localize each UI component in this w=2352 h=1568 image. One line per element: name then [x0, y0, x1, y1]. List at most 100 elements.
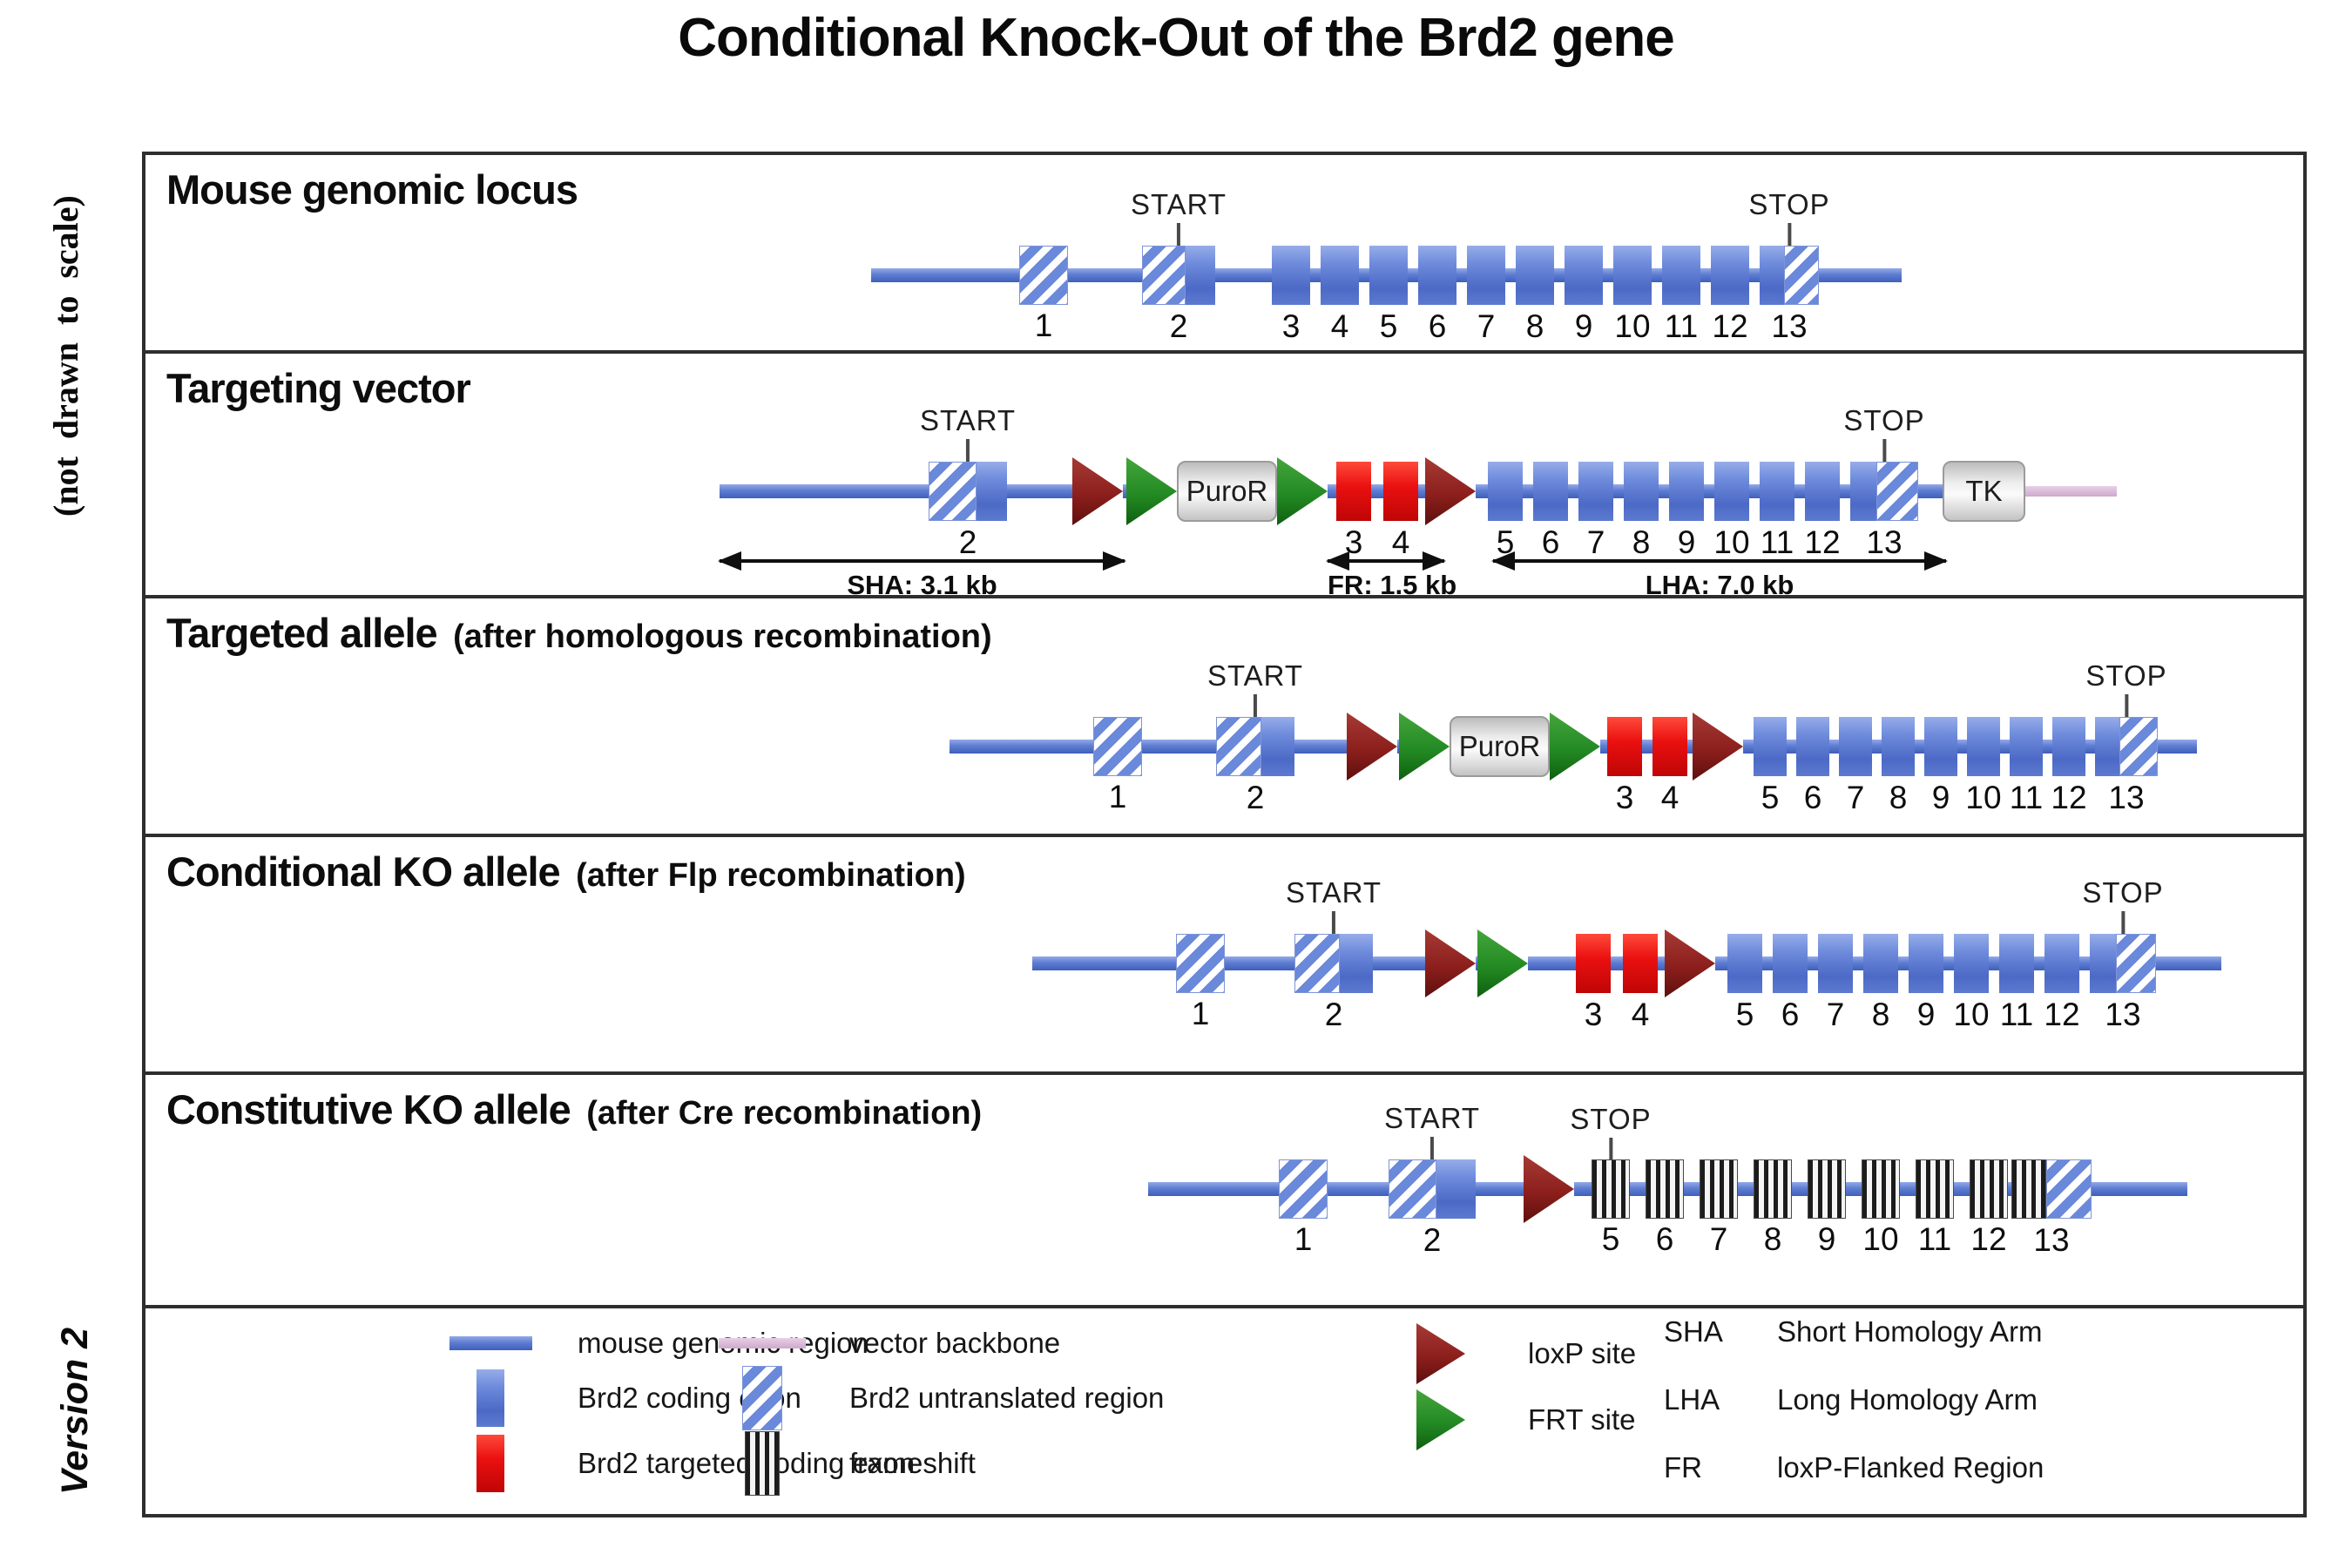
exon-number: 11: [1760, 524, 1794, 560]
legend-label: loxP site: [1528, 1337, 1637, 1369]
measurement-arrow: SHA: 3.1 kb: [720, 559, 1125, 600]
exon-number: 9: [1574, 308, 1593, 344]
legend-swatch-wrap: [1406, 1323, 1476, 1384]
coding-exon-box: 7: [1818, 934, 1853, 1032]
marker-tick: [1430, 1137, 1434, 1159]
line-blue-swatch: [449, 1336, 532, 1350]
coding-exon-box: 10: [1713, 462, 1750, 560]
genomic-line-segment: [1715, 956, 1727, 970]
legend-label: vector backbone: [849, 1327, 1061, 1359]
exon-number: 11: [2009, 780, 2044, 815]
genomic-line-segment: [1808, 956, 1818, 970]
coding-exon-box: 8: [1624, 462, 1659, 560]
frameshift-exon-box: 11: [1916, 1159, 1954, 1257]
exon-number: 7: [1586, 524, 1605, 560]
genomic-line-segment: [2158, 740, 2197, 754]
genomic-line-segment: [1123, 484, 1126, 498]
coding-part: [1760, 246, 1784, 305]
loxp-triangle: [1347, 713, 1397, 781]
coding-exon-box: 11: [1999, 934, 2034, 1032]
exon-number: 9: [1916, 997, 1936, 1032]
genomic-line-segment: [1898, 956, 1909, 970]
coding-exon-box: 6: [1418, 246, 1456, 344]
exon-number: 8: [1632, 524, 1651, 560]
coding-exon-box: 12: [1711, 246, 1749, 344]
genomic-line-segment: [1554, 268, 1565, 282]
marker-tick: [2124, 694, 2128, 717]
genomic-line-segment: [1957, 740, 1967, 754]
marker-label: START: [1383, 1102, 1481, 1134]
genomic-line-segment: [1943, 956, 1954, 970]
stop-marker: STOP: [1748, 188, 1829, 246]
abbr-key: FR: [1664, 1451, 1702, 1484]
frt-triangle: [1277, 457, 1328, 525]
abbr-key: SHA: [1664, 1315, 1723, 1348]
coding-exon-box: 3: [1272, 246, 1310, 344]
genomic-line-segment: [2079, 956, 2090, 970]
genomic-line-segment: [1603, 268, 1613, 282]
legend-swatch-wrap: [443, 1369, 538, 1427]
utr-part: [2046, 1159, 2092, 1219]
exon-number: 5: [1761, 780, 1780, 815]
frt-triangle: [1399, 713, 1450, 781]
not-to-scale-note: (not drawn to scale): [46, 195, 85, 517]
panel-title: Conditional KO allele: [166, 848, 561, 895]
genomic-line-segment: [1359, 268, 1369, 282]
genomic-line-segment: [1142, 740, 1216, 754]
genomic-line-segment: [1918, 484, 1943, 498]
genomic-line-segment: [1505, 268, 1516, 282]
frameshift-exon-box: 8: [1754, 1159, 1792, 1257]
coding-exon-box: 10: [1953, 934, 1990, 1032]
exon-number: 12: [1970, 1221, 2007, 1257]
coding-exon-box: 9: [1565, 246, 1603, 344]
marker-tick: [1332, 911, 1335, 934]
coding-exon-box: 9: [1909, 934, 1943, 1032]
panel-heading: Conditional KO allele (after Flp recombi…: [166, 848, 966, 896]
legend-swatch-wrap: [714, 1431, 810, 1496]
cassette-box: PuroR: [1177, 461, 1277, 522]
utr-exon-box: 1: [1176, 934, 1225, 1031]
frameshift-swatch: [745, 1431, 780, 1496]
coding-part: [1261, 717, 1294, 776]
targeted-exon-box: 3: [1336, 462, 1371, 560]
coding-part: [977, 462, 1007, 521]
frameshift-exon-box: 9: [1808, 1159, 1846, 1257]
exon-number: 7: [1709, 1221, 1728, 1257]
exon-number: 10: [1862, 1221, 1899, 1257]
legend-item: frameshift: [714, 1431, 1164, 1496]
frameshift-exon-box: 12: [1970, 1159, 2008, 1257]
frt-triangle: [1477, 929, 1528, 997]
coding-part: [2090, 934, 2116, 993]
genomic-line-segment: [2034, 956, 2044, 970]
start-marker: START: [1207, 659, 1303, 717]
loxp-triangle: [1524, 1155, 1574, 1223]
utr-part: [2116, 934, 2156, 993]
genomic-line-segment: [1915, 740, 1924, 754]
genomic-line-segment: [1294, 740, 1347, 754]
genomic-line-segment: [1658, 956, 1665, 970]
genomic-line-segment: [1476, 956, 1477, 970]
genomic-line-segment: [1476, 1182, 1524, 1196]
exon-number: 5: [1735, 997, 1754, 1032]
coding-exon-box: 11: [1760, 462, 1794, 560]
coding-exon-box: 6: [1796, 717, 1829, 815]
start-marker: START: [1131, 188, 1227, 246]
coding-exon-box: 10: [1965, 717, 2002, 815]
coding-part: [1340, 934, 1373, 993]
genomic-line-segment: [1846, 1182, 1862, 1196]
marker-tick: [2120, 911, 2125, 934]
utr-part: [2119, 717, 2158, 776]
loxp-triangle: [1665, 929, 1715, 997]
genomic-line-segment: [2085, 740, 2095, 754]
genomic-line-segment: [2008, 1182, 2011, 1196]
measurement-label: FR: 1.5 kb: [1328, 570, 1457, 600]
exon-number: 1: [1191, 996, 1210, 1031]
exon-number: 4: [1660, 780, 1680, 815]
